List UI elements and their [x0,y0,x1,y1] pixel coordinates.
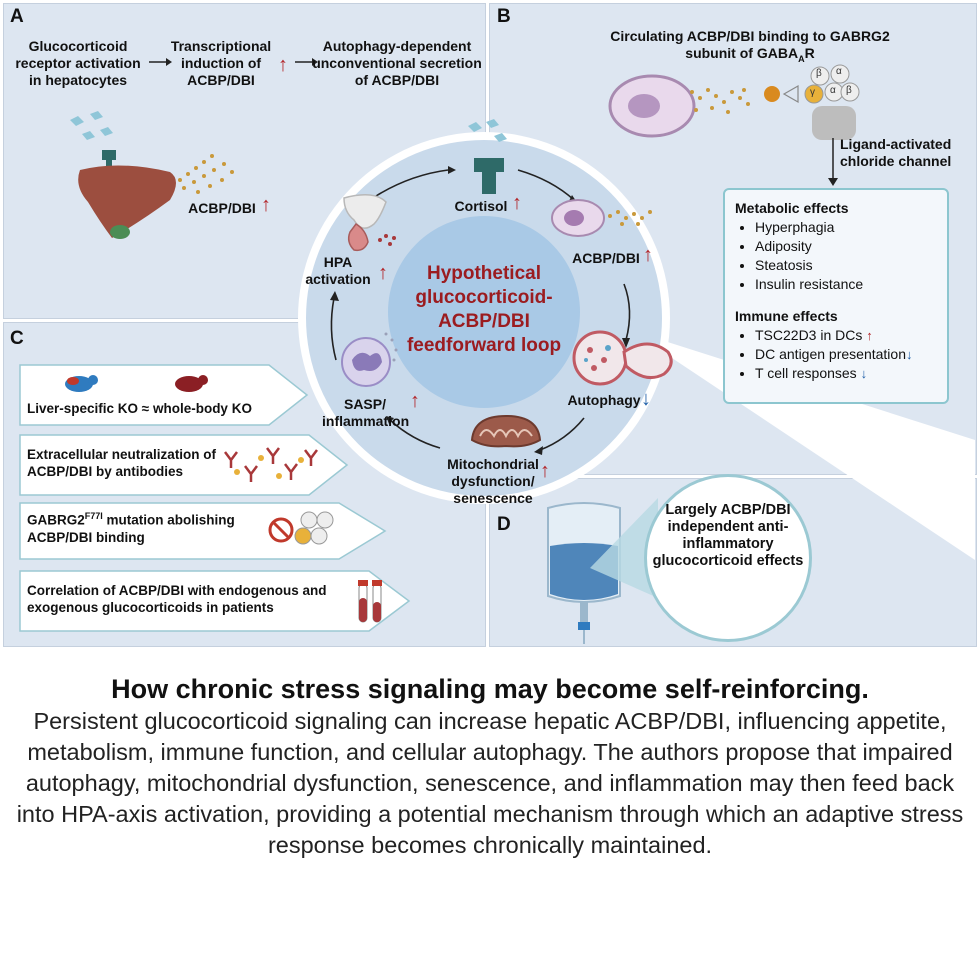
liver-illustration [70,111,234,239]
panel-b-title-end: R [804,45,815,61]
gene-name: GABRG2 [27,512,85,528]
loop-arrows [330,169,631,451]
receptor-icon [102,150,116,174]
evidence-box-2: Extracellular neutralization of ACBP/DBI… [19,434,389,496]
loop-sasp: SASP/ inflammation [322,396,410,429]
receptor-binding-illustration [608,64,860,140]
pituitary-icon [343,194,396,252]
metabolic-item: Insulin resistance [755,275,947,294]
loop-cortisol: Cortisol [454,198,508,214]
immune-heading: Immune effects [735,308,838,324]
loop-center-title: Hypothetical glucocorticoid-ACBP/DBI fee… [406,263,562,356]
down-arrow-icon: ↓ [906,347,913,362]
caption-body: Persistent glucocorticoid signaling can … [16,708,964,858]
metabolic-item: Hyperphagia [755,218,947,237]
up-arrow-icon: ↑ [866,328,873,343]
evidence-box-4: Correlation of ACBP/DBI with endogenous … [19,570,411,632]
evidence-text-2: Extracellular neutralization of ACBP/DBI… [27,447,217,479]
panel-label-a: A [10,6,24,27]
metabolic-item: Adiposity [755,237,947,256]
subunit-4: α [830,85,836,96]
immune-list: TSC22D3 in DCs ↑ DC antigen presentation… [725,326,947,383]
up-arrow-icon: ↑ [643,244,653,266]
autophagosome-icon [572,330,673,386]
panel-b-title-line2: subunit of GABA [685,45,799,61]
panel-label-b: B [497,6,511,27]
evidence-text-3: GABRG2F77I mutation abolishing ACBP/DBI … [27,508,267,546]
loop-mito: Mitochondrial dysfunction/ senescence [447,456,539,506]
up-arrow-icon: ↑ [261,194,271,216]
panel-a-step2: Transcriptional induction of ACBP/DBI [170,38,272,88]
subunit-5: β [846,85,852,96]
down-arrow-icon: ↓ [641,388,651,410]
effects-box: Metabolic effects Hyperphagia Adiposity … [723,188,949,404]
liver-icon [78,165,176,238]
callout-wedge [590,498,658,598]
gabaa-receptor-subunits [804,64,860,104]
immune-item: TSC22D3 in DCs ↑ [755,326,947,345]
up-arrow-icon: ↑ [378,262,388,284]
panel-b-title-sub: A [798,53,805,64]
up-arrow-icon: ↑ [278,54,288,76]
metabolic-heading: Metabolic effects [735,200,849,216]
panel-a-acbp-label: ACBP/DBI [188,200,256,216]
mitochondria-icon [470,414,542,448]
immune-item-text: T cell responses [755,365,857,381]
panel-d-text: Largely ACBP/DBI independent anti-inflam… [652,502,804,569]
panel-label-d: D [497,514,511,535]
blood-tube-icon [358,580,382,623]
immune-item-text: DC antigen presentation [755,346,906,362]
arrow-right-icon [149,58,172,66]
blocked-receptor-icon [268,511,334,545]
panel-b-title: Circulating ACBP/DBI binding to GABRG2 s… [564,28,936,68]
arrow-right-icon [295,58,318,66]
arrow-down-icon [828,138,838,186]
loop-hpa: HPA activation [305,254,371,287]
panel-a-step1: Glucocorticoid receptor activation in he… [15,38,141,88]
up-arrow-icon: ↑ [512,192,522,214]
evidence-box-3: GABRG2F77I mutation abolishing ACBP/DBI … [19,502,389,560]
loop-acbp: ACBP/DBI [572,250,640,266]
panel-d-circle [644,474,812,642]
evidence-box-1: Liver-specific KO ≈ whole-body KO [19,364,389,426]
caption: How chronic stress signaling may become … [0,672,980,861]
immune-item-text: TSC22D3 in DCs [755,327,863,343]
up-arrow-icon: ↑ [410,390,420,412]
loop-autophagy: Autophagy [567,392,641,408]
secreted-acbp-dots [178,154,234,194]
evidence-text-1: Liver-specific KO ≈ whole-body KO [27,401,252,416]
metabolic-item: Steatosis [755,256,947,275]
panel-b-title-line1: Circulating ACBP/DBI binding to GABRG2 [610,28,890,44]
subunit-2: α [836,66,842,77]
glucocorticoid-molecules-icon [70,111,113,140]
mouse-icon [65,375,208,392]
background-shapes [306,140,662,496]
metabolic-list: Hyperphagia Adiposity Steatosis Insulin … [725,218,947,294]
hepatocyte-secreting-icon [551,199,652,237]
evidence-text-4: Correlation of ACBP/DBI with endogenous … [27,583,327,615]
receptor-subunit-labels: β α γ α β [806,64,876,114]
down-arrow-icon: ↓ [860,366,868,381]
senescent-cell-icon [341,332,398,387]
up-arrow-icon: ↑ [540,460,550,482]
panel-b-channel-label: Ligand-activated chloride channel [840,136,952,169]
subunit-3: γ [810,87,815,98]
cortisol-receptor-icon [468,119,507,194]
figure-diagram: A B C D Glucocorticoid receptor activati… [0,0,980,650]
immune-item: DC antigen presentation↓ [755,345,947,364]
subunit-1: β [816,68,822,79]
panel-label-c: C [10,328,24,349]
caption-title: How chronic stress signaling may become … [111,674,869,704]
loop-center-disc [388,216,580,408]
mutation-text: mutation abolishing ACBP/DBI binding [27,512,235,545]
panel-a-step3: Autophagy-dependent unconventional secre… [312,38,482,88]
mutation-superscript: F77I [84,511,103,521]
immune-item: T cell responses ↓ [755,364,947,383]
antibody-icon [224,447,318,482]
